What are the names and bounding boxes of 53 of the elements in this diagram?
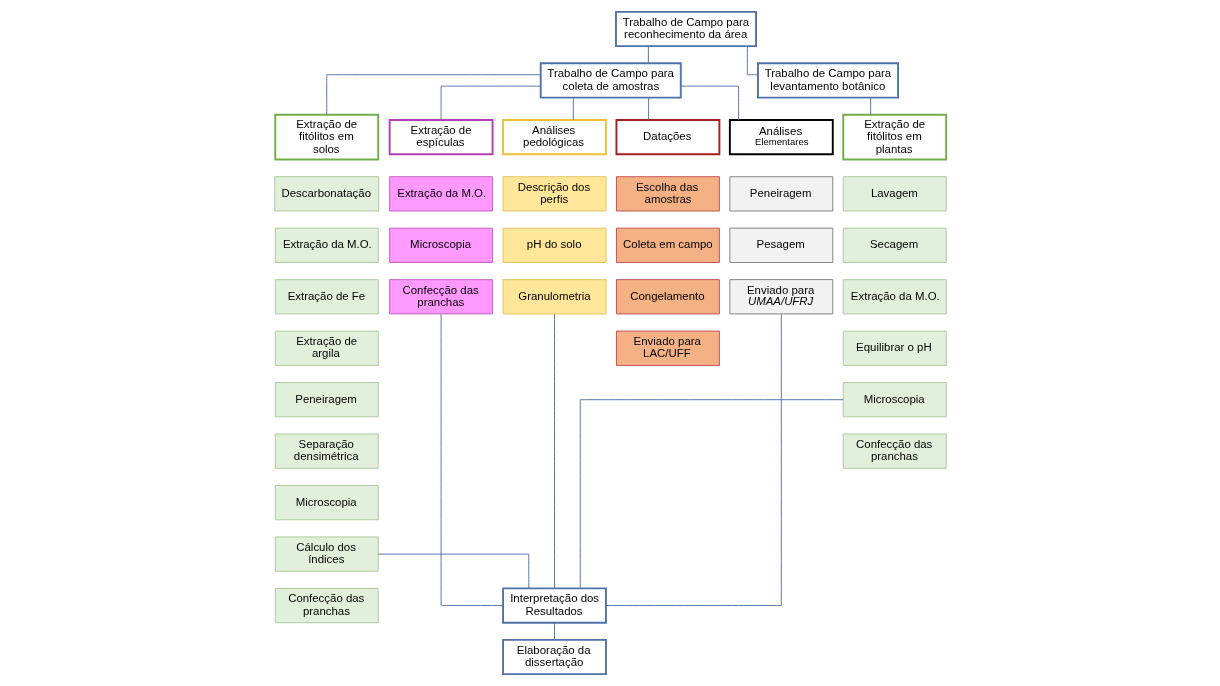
connector xyxy=(746,45,758,76)
connector xyxy=(440,313,503,607)
node-box: pH do solo xyxy=(502,227,606,263)
node-box: Extração de Fe xyxy=(274,279,379,315)
node-box: Microscopia xyxy=(274,485,379,521)
node-box: Extração de fitólitos em plantas xyxy=(841,113,947,161)
node-box: Extração de argila xyxy=(274,330,379,366)
node-box: Descarbonatação xyxy=(273,176,379,212)
node-box: Análises pedológicas xyxy=(501,119,607,156)
node-box: Extração de fitólitos em solos xyxy=(273,113,379,161)
node-box: Análises Elementares xyxy=(728,119,834,156)
node-box: Elaboração da dissertação xyxy=(501,638,607,676)
node-box: Descrição dos perfis xyxy=(502,176,606,212)
node-box: Escolha das amostras xyxy=(615,176,720,212)
node-box: Confecção das pranchas xyxy=(274,587,379,624)
node-box: Datações xyxy=(615,119,720,156)
connector xyxy=(325,74,541,116)
node-box: Cálculo dos índices xyxy=(274,536,379,572)
node-box: Peneiragem xyxy=(728,176,833,212)
node-box: Interpretação dos Resultados xyxy=(501,587,607,624)
node-box: Secagem xyxy=(842,227,947,263)
node-box: Enviado para LAC/UFF xyxy=(615,330,720,366)
node-box: Extração de espículas xyxy=(388,119,494,156)
node-box: Enviado para UMAA/UFRJ xyxy=(728,279,833,315)
connector xyxy=(579,399,844,589)
connector xyxy=(647,45,649,64)
connector xyxy=(869,97,871,116)
connector xyxy=(680,85,739,121)
node-box: Lavagem xyxy=(842,176,947,212)
connector xyxy=(440,85,541,121)
node-box: Microscopia xyxy=(842,382,947,418)
connector xyxy=(553,622,555,641)
node-box: Peneiragem xyxy=(274,382,379,418)
node-box: Extração da M.O. xyxy=(274,227,379,263)
node-box: Coleta em campo xyxy=(615,227,720,263)
node-box: Confecção das pranchas xyxy=(388,279,493,315)
connector xyxy=(553,313,555,589)
node-box: Pesagem xyxy=(728,227,833,263)
node-box: Equilibrar o pH xyxy=(842,330,947,366)
connector xyxy=(647,97,649,121)
node-box: Confecção das pranchas xyxy=(842,433,947,469)
connector xyxy=(572,97,574,121)
connector xyxy=(605,313,782,607)
node-box: Trabalho de Campo para coleta de amostras xyxy=(539,62,682,99)
node-box: Trabalho de Campo para reconhecimento da área xyxy=(614,10,757,48)
node-box: Extração da M.O. xyxy=(842,279,947,315)
node-box: Separação densimétrica xyxy=(274,433,379,469)
node-box: Granulometria xyxy=(502,279,606,315)
node-box: Congelamento xyxy=(615,279,720,315)
connector xyxy=(377,553,529,589)
node-box: Microscopia xyxy=(388,227,493,263)
node-box: Extração da M.O. xyxy=(388,176,493,212)
node-box: Trabalho de Campo para levantamento botânico xyxy=(756,62,899,99)
